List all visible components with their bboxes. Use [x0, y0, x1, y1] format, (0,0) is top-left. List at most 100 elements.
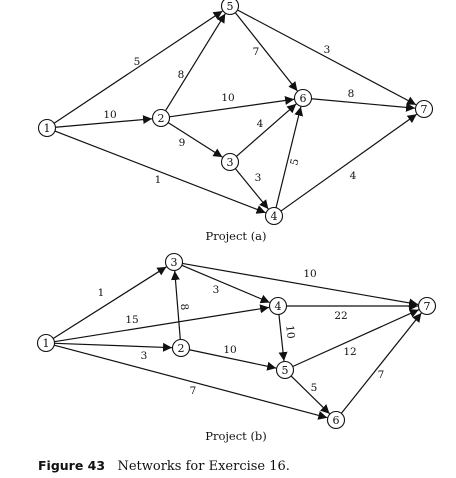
node-label: 5: [227, 0, 234, 13]
edge-weight-3-4: 3: [213, 284, 220, 296]
node-3: 3: [164, 252, 184, 272]
node-circle: [268, 296, 288, 316]
node-circle: [326, 410, 346, 430]
node-2: 2: [171, 338, 191, 358]
edge-weight-4-7: 22: [334, 310, 347, 322]
edge-weight-2-6: 10: [221, 92, 234, 104]
edge-1-5: [53, 10, 223, 124]
node-5: 5: [220, 0, 240, 16]
node-circle: [36, 333, 56, 353]
node-circle: [164, 252, 184, 272]
node-circle: [220, 0, 240, 16]
edge-5-6: [234, 12, 298, 92]
node-label: 6: [333, 414, 340, 427]
node-4: 4: [268, 296, 288, 316]
edge-2-3: [170, 270, 181, 340]
edge-weight-2-5: 10: [223, 344, 236, 356]
node-6: 6: [326, 410, 346, 430]
figure-number: Figure 43: [38, 458, 106, 473]
edge-weight-5-6: 7: [253, 46, 260, 58]
node-4: 4: [264, 206, 284, 226]
edge-1-3: [52, 266, 167, 339]
edge-weight-1-6: 7: [190, 385, 197, 397]
node-label: 4: [275, 300, 282, 313]
edge-weight-1-5: 5: [134, 56, 141, 68]
node-label: 1: [44, 122, 51, 135]
node-circle: [293, 88, 313, 108]
node-1: 1: [37, 118, 57, 138]
project-b-label: Project (b): [205, 429, 267, 443]
edge-weight-4-7: 4: [350, 170, 357, 182]
edge-5-6: [290, 375, 330, 415]
edge-weight-6-7: 8: [348, 88, 355, 100]
edge-5-7: [292, 309, 420, 368]
edge-weight-1-4: 15: [125, 314, 138, 326]
edge-1-2: [54, 342, 173, 352]
edge-weight-1-4: 1: [155, 174, 162, 186]
node-label: 3: [171, 256, 178, 269]
edge-weight-1-3: 1: [98, 287, 105, 299]
node-label: 7: [424, 300, 431, 313]
edge-1-4: [54, 304, 270, 343]
edge-2-5: [164, 13, 226, 112]
edge-weight-2-5: 8: [178, 69, 185, 81]
edge-6-7: [311, 98, 416, 112]
figure-caption: Figure 43 Networks for Exercise 16.: [38, 458, 290, 474]
edge-weight-4-5: 10: [283, 325, 296, 340]
node-3: 3: [220, 152, 240, 172]
node-label: 2: [158, 112, 165, 125]
node-circle: [151, 108, 171, 128]
node-label: 7: [421, 103, 428, 116]
node-circle: [171, 338, 191, 358]
node-7: 7: [417, 296, 437, 316]
edge-weight-5-6: 5: [311, 382, 318, 394]
edge-weight-2-3: 8: [178, 303, 191, 311]
node-circle: [275, 360, 295, 380]
node-6: 6: [293, 88, 313, 108]
edge-weight-5-7: 12: [343, 346, 356, 358]
node-label: 4: [271, 210, 278, 223]
node-label: 5: [282, 364, 289, 377]
edge-weight-3-7: 10: [303, 268, 316, 280]
edge-3-4: [181, 264, 270, 304]
caption-text: Networks for Exercise 16.: [117, 459, 290, 474]
node-label: 6: [300, 92, 307, 105]
node-circle: [264, 206, 284, 226]
node-circle: [417, 296, 437, 316]
node-label: 3: [227, 156, 234, 169]
edge-weight-5-7: 3: [324, 44, 331, 56]
edge-3-7: [182, 262, 419, 308]
node-label: 2: [178, 342, 185, 355]
edge-4-6: [275, 106, 304, 208]
edge-1-6: [54, 344, 328, 420]
edge-2-6: [169, 96, 295, 118]
edge-3-6: [235, 103, 297, 157]
edge-1-4: [54, 130, 266, 214]
node-circle: [37, 118, 57, 138]
node-circle: [414, 99, 434, 119]
node-1: 1: [36, 333, 56, 353]
edge-weight-1-2: 10: [103, 109, 116, 121]
edge-6-7: [340, 312, 422, 414]
edge-3-4: [234, 168, 269, 210]
node-label: 1: [43, 337, 50, 350]
edge-2-3: [167, 122, 223, 158]
project-a-label: Project (a): [205, 229, 266, 243]
node-2: 2: [151, 108, 171, 128]
edge-2-5: [189, 349, 277, 371]
node-7: 7: [414, 99, 434, 119]
edge-weight-6-7: 7: [378, 369, 385, 381]
edge-weight-2-3: 9: [179, 137, 186, 149]
edge-weight-1-2: 3: [141, 350, 148, 362]
node-circle: [220, 152, 240, 172]
edge-4-7: [280, 113, 418, 212]
edge-5-7: [237, 9, 417, 106]
edge-1-2: [55, 115, 153, 128]
node-5: 5: [275, 360, 295, 380]
edge-4-5: [278, 314, 288, 362]
edge-weight-3-4: 3: [255, 172, 262, 184]
edge-weight-3-6: 4: [257, 118, 264, 130]
